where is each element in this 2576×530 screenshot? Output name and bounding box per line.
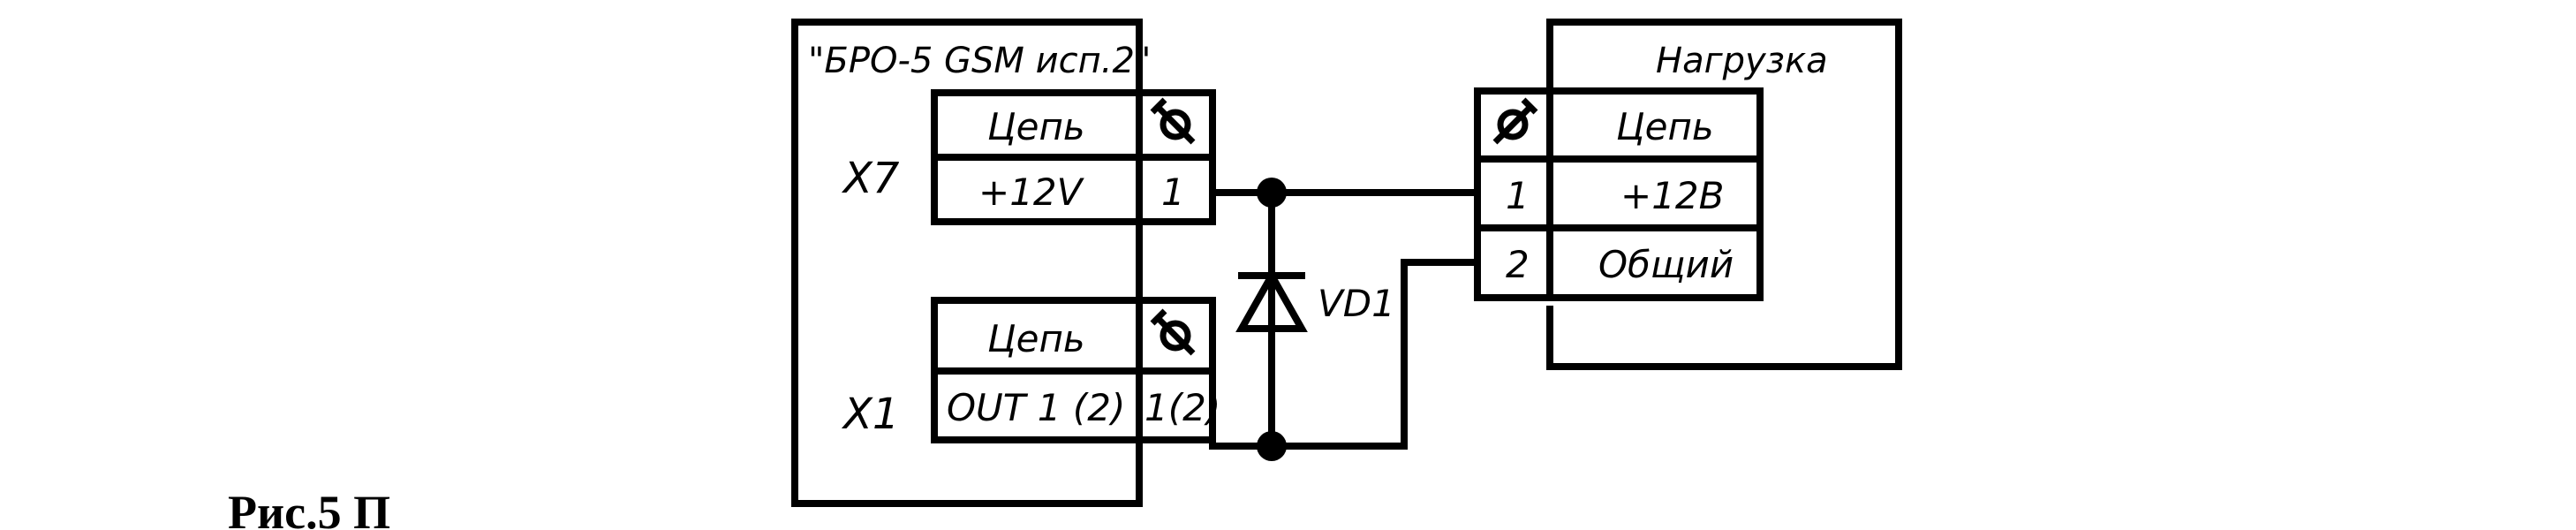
device-block: "БРО-5 GSM исп.2" X7 Цепь +12V 1 X1 Цепь bbox=[791, 19, 1220, 507]
load-connector-header: Цепь bbox=[1616, 105, 1714, 148]
load-circuit-2: Общий bbox=[1598, 243, 1734, 286]
connector-x7-header: Цепь bbox=[987, 105, 1085, 148]
connector-x7-label: X7 bbox=[841, 154, 900, 203]
diode-label: VD1 bbox=[1318, 282, 1395, 325]
figure-caption: Рис.5 П bbox=[228, 486, 390, 530]
junction-dot-top bbox=[1257, 178, 1287, 208]
diode-vd1: VD1 bbox=[1235, 253, 1395, 375]
connector-x7: X7 Цепь +12V 1 bbox=[841, 89, 1216, 225]
load-title: Нагрузка bbox=[1656, 41, 1828, 81]
diode-anode-triangle bbox=[1235, 268, 1308, 332]
wire-out-to-common bbox=[1209, 259, 1481, 450]
screw-terminal-icon bbox=[1150, 308, 1196, 356]
screw-terminal-icon bbox=[1492, 97, 1538, 145]
load-pin-2: 2 bbox=[1506, 243, 1530, 286]
connector-x1-label: X1 bbox=[841, 390, 899, 439]
screw-terminal-icon bbox=[1150, 97, 1196, 145]
load-block: Нагрузка Цепь 1 +12В 2 Общий bbox=[1474, 19, 1902, 370]
device-title: "БРО-5 GSM исп.2" bbox=[808, 41, 1151, 81]
load-pin-1: 1 bbox=[1506, 174, 1530, 217]
connector-x7-pin: 1 bbox=[1161, 170, 1185, 214]
connector-x1: X1 Цепь OUT 1 (2) 1(2) bbox=[841, 297, 1220, 443]
connector-x7-circuit: +12V bbox=[978, 170, 1085, 214]
connector-x1-pin: 1(2) bbox=[1144, 386, 1220, 429]
connector-x1-header: Цепь bbox=[987, 317, 1085, 360]
connector-x1-circuit: OUT 1 (2) bbox=[947, 386, 1125, 429]
load-outline bbox=[1546, 19, 1902, 370]
junction-dot-bottom bbox=[1257, 431, 1287, 461]
load-circuit-1: +12В bbox=[1620, 174, 1724, 217]
